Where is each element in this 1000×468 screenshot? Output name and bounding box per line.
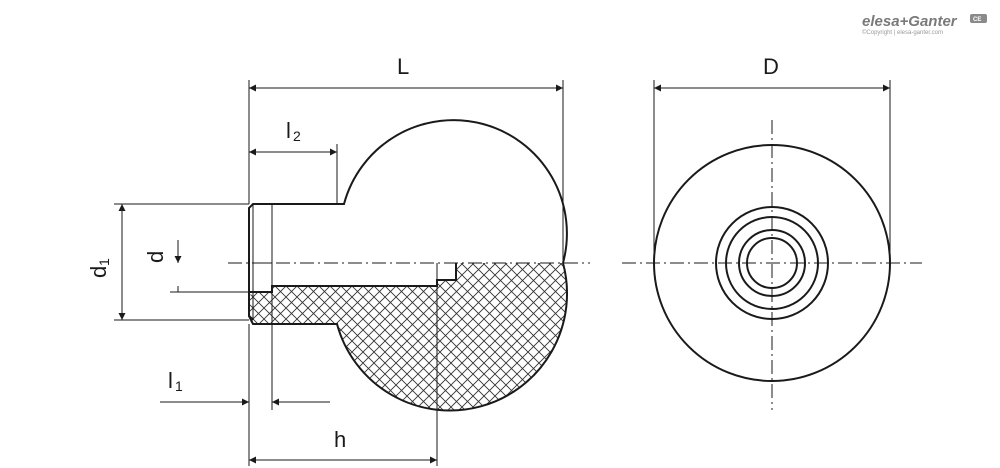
dimension-d1: d 1	[86, 203, 249, 321]
label-l2-sub: 2	[293, 128, 301, 144]
dimension-L: L	[248, 54, 564, 263]
label-D: D	[763, 54, 779, 79]
knob-lower-outline	[248, 262, 568, 412]
label-d1: d	[86, 266, 111, 278]
label-h: h	[334, 427, 346, 452]
dimension-h: h	[248, 280, 438, 466]
label-L: L	[397, 54, 409, 79]
logo-badge: CE	[973, 17, 981, 23]
dimension-d: d	[143, 240, 249, 293]
label-l1-sub: 1	[175, 378, 183, 394]
logo-badge-bg	[970, 14, 987, 23]
label-l1: l	[168, 368, 173, 393]
label-d: d	[143, 251, 168, 263]
label-d1-sub: 1	[96, 258, 112, 266]
dimension-D: D	[653, 54, 891, 263]
label-l2: l	[286, 118, 291, 143]
dimension-l1: l 1	[160, 292, 330, 410]
elesa-ganter-logo: elesa+Ganter CE ©Copyright | elesa-gante…	[862, 13, 987, 36]
front-view	[622, 120, 922, 410]
dimension-l2: l 2	[249, 118, 338, 204]
side-view	[228, 119, 590, 412]
logo-copyright: ©Copyright | elesa-ganter.com	[862, 29, 943, 36]
section-hatch	[249, 263, 568, 411]
logo-brand: elesa+Ganter	[862, 13, 958, 30]
